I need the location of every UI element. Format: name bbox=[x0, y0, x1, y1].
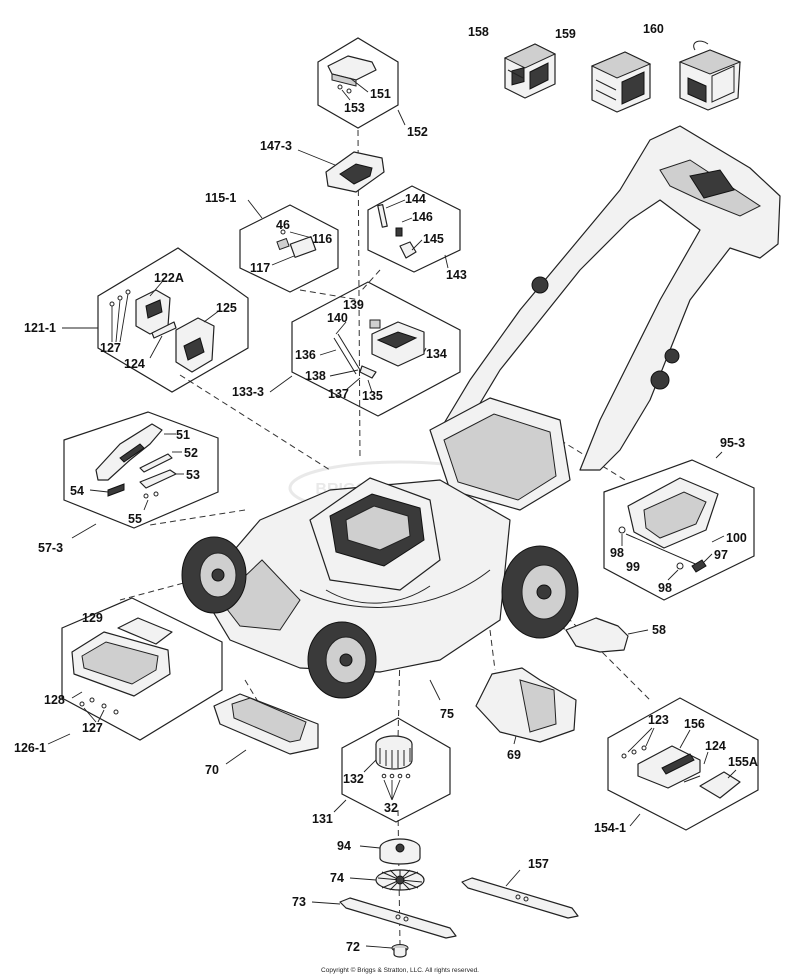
label-121-1: 121-1 bbox=[24, 321, 56, 335]
battery-159 bbox=[590, 51, 652, 113]
blade-73 bbox=[311, 897, 457, 939]
part-94 bbox=[359, 838, 421, 865]
wheel-front-right bbox=[307, 621, 377, 699]
label-75: 75 bbox=[440, 707, 454, 721]
label-128: 128 bbox=[44, 693, 65, 707]
label-123: 123 bbox=[648, 713, 669, 727]
label-143: 143 bbox=[446, 268, 467, 282]
label-151: 151 bbox=[370, 87, 391, 101]
group-57-3 bbox=[63, 411, 219, 539]
label-137: 137 bbox=[328, 387, 349, 401]
label-52: 52 bbox=[184, 446, 198, 460]
label-70: 70 bbox=[205, 763, 219, 777]
group-131 bbox=[333, 717, 451, 823]
label-152: 152 bbox=[407, 125, 428, 139]
label-124-a: 124 bbox=[124, 357, 145, 371]
label-116: 116 bbox=[312, 232, 332, 246]
group-143 bbox=[367, 185, 461, 273]
label-98-a: 98 bbox=[610, 546, 624, 560]
label-153: 153 bbox=[344, 101, 365, 115]
group-121-1 bbox=[62, 247, 249, 393]
label-160: 160 bbox=[643, 22, 664, 36]
label-94: 94 bbox=[337, 839, 351, 853]
label-100: 100 bbox=[726, 531, 747, 545]
label-46: 46 bbox=[276, 218, 290, 232]
group-126-1 bbox=[47, 597, 223, 745]
label-97: 97 bbox=[714, 548, 728, 562]
copyright-notice: Copyright © Briggs & Stratton, LLC. All … bbox=[321, 966, 479, 974]
part-147-3 bbox=[297, 149, 385, 193]
label-131: 131 bbox=[312, 812, 333, 826]
label-73: 73 bbox=[292, 895, 306, 909]
label-95-3: 95-3 bbox=[720, 436, 745, 450]
label-158: 158 bbox=[468, 25, 489, 39]
group-154-1 bbox=[607, 697, 759, 831]
label-98-b: 98 bbox=[658, 581, 672, 595]
part-70 bbox=[213, 693, 319, 765]
wheel-rear-right bbox=[501, 545, 579, 639]
mower-assembly bbox=[181, 125, 781, 701]
label-32: 32 bbox=[384, 801, 398, 815]
label-134: 134 bbox=[426, 347, 447, 361]
label-124-b: 124 bbox=[705, 739, 726, 753]
label-74: 74 bbox=[330, 871, 344, 885]
label-99: 99 bbox=[626, 560, 640, 574]
label-57-3: 57-3 bbox=[38, 541, 63, 555]
label-51: 51 bbox=[176, 428, 190, 442]
label-135: 135 bbox=[362, 389, 383, 403]
label-122A: 122A bbox=[154, 271, 184, 285]
label-145: 145 bbox=[423, 232, 444, 246]
label-139: 139 bbox=[343, 298, 364, 312]
battery-158 bbox=[503, 43, 557, 99]
group-152 bbox=[317, 37, 406, 129]
label-117: 117 bbox=[250, 261, 270, 275]
wheel-front-left bbox=[181, 536, 247, 614]
label-54: 54 bbox=[70, 484, 84, 498]
label-125: 125 bbox=[216, 301, 237, 315]
label-138: 138 bbox=[305, 369, 326, 383]
part-labels: 158 159 160 151 153 152 147-3 115-1 46 1… bbox=[14, 22, 758, 954]
label-127-b: 127 bbox=[82, 721, 103, 735]
label-53: 53 bbox=[186, 468, 200, 482]
label-132: 132 bbox=[343, 772, 364, 786]
label-136: 136 bbox=[295, 348, 316, 362]
label-129: 129 bbox=[82, 611, 103, 625]
label-55: 55 bbox=[128, 512, 142, 526]
label-154-1: 154-1 bbox=[594, 821, 626, 835]
label-115-1: 115-1 bbox=[205, 191, 236, 205]
charger-160 bbox=[678, 40, 742, 111]
group-133-3 bbox=[269, 281, 461, 417]
part-72 bbox=[365, 944, 409, 958]
label-144: 144 bbox=[405, 192, 426, 206]
label-126-1: 126-1 bbox=[14, 741, 46, 755]
part-58 bbox=[565, 617, 649, 653]
group-95-3 bbox=[603, 451, 755, 601]
label-155A: 155A bbox=[728, 755, 758, 769]
label-140: 140 bbox=[327, 311, 348, 325]
label-58: 58 bbox=[652, 623, 666, 637]
part-74 bbox=[349, 869, 425, 891]
label-156: 156 bbox=[684, 717, 705, 731]
label-157: 157 bbox=[528, 857, 549, 871]
label-69: 69 bbox=[507, 748, 521, 762]
label-127-a: 127 bbox=[100, 341, 121, 355]
part-69 bbox=[475, 667, 577, 745]
label-133-3: 133-3 bbox=[232, 385, 264, 399]
blade-157 bbox=[461, 869, 579, 919]
group-115-1 bbox=[239, 199, 339, 293]
label-147-3: 147-3 bbox=[260, 139, 292, 153]
label-159: 159 bbox=[555, 27, 576, 41]
label-72: 72 bbox=[346, 940, 360, 954]
label-146: 146 bbox=[412, 210, 433, 224]
